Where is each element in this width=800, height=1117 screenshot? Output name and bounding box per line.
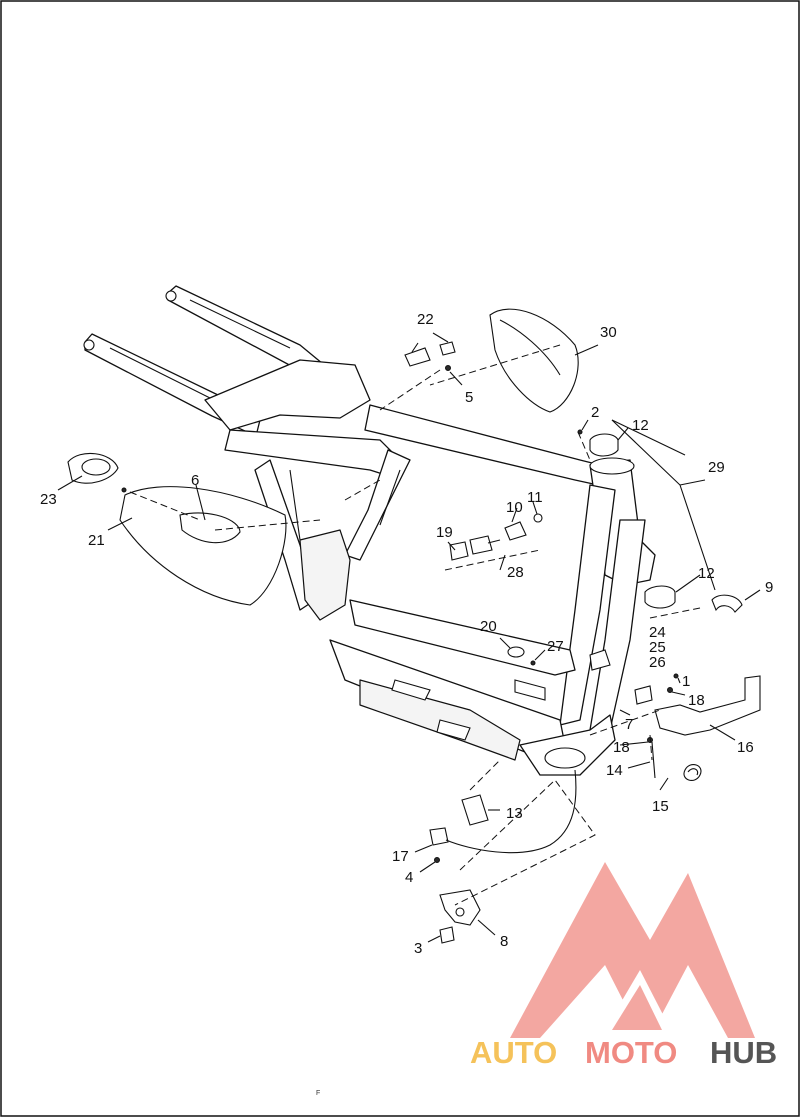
leader-lines xyxy=(57,332,761,943)
callout-4: 4 xyxy=(405,869,413,886)
part-24-connector xyxy=(634,685,653,705)
part-1-nut xyxy=(673,673,679,679)
rear-crossmember xyxy=(204,359,371,431)
part-21-fuel-tank xyxy=(119,486,287,606)
callout-20: 20 xyxy=(480,618,497,635)
rail-end-right xyxy=(83,339,95,351)
bracket-hole xyxy=(455,907,465,917)
callout-10: 10 xyxy=(506,499,523,516)
crossmember-bracket xyxy=(391,679,431,701)
part-13-sensor xyxy=(461,794,489,826)
part-14-pin xyxy=(651,741,656,779)
callout-28: 28 xyxy=(507,564,524,581)
part-20-grommet xyxy=(507,646,525,658)
callout-27: 27 xyxy=(547,638,564,655)
part-15-spring xyxy=(683,764,702,781)
part-27-clip xyxy=(530,660,536,666)
callout-2: 2 xyxy=(591,404,599,421)
emblem-inner xyxy=(81,458,111,476)
callout-23: 23 xyxy=(40,491,57,508)
logo-triangle-mark xyxy=(510,862,755,1038)
emblem-screw xyxy=(121,487,127,493)
callout-24: 24 xyxy=(649,624,666,641)
steering-head-top xyxy=(589,457,635,475)
motorcycle-frame xyxy=(83,285,656,776)
lower-bracket xyxy=(436,719,471,741)
mount-tab xyxy=(514,679,546,701)
part-18-washer-upper xyxy=(667,687,673,693)
callout-29: 29 xyxy=(708,459,725,476)
callout-12-lower: 12 xyxy=(698,565,715,582)
callout-14: 14 xyxy=(606,762,623,779)
part-19-key-1 xyxy=(449,541,469,561)
part-16-kickstand xyxy=(654,675,761,736)
part-12-upper-bushing xyxy=(589,433,619,457)
logo-word-hub: HUB xyxy=(710,1035,777,1070)
part-10-lock-body xyxy=(504,521,527,541)
callout-3: 3 xyxy=(414,940,422,957)
part-4-screw xyxy=(434,857,440,863)
part-30-fender-cover xyxy=(489,308,579,413)
part-19-key-2 xyxy=(469,535,493,555)
sensor-cable xyxy=(445,769,577,854)
callout-19: 19 xyxy=(436,524,453,541)
callout-18-upper: 18 xyxy=(688,692,705,709)
watermark-logo: AUTO MOTO HUB xyxy=(470,862,777,1070)
callout-22: 22 xyxy=(417,311,434,328)
callout-26: 26 xyxy=(649,654,666,671)
part-17-connector xyxy=(429,827,449,846)
callout-9: 9 xyxy=(765,579,773,596)
seat-down-tube-right xyxy=(344,449,411,561)
callout-18-lower: 18 xyxy=(613,739,630,756)
callout-25: 25 xyxy=(649,639,666,656)
logo-word-moto: MOTO xyxy=(585,1035,677,1070)
front-lower-cradle xyxy=(519,714,616,776)
callout-11: 11 xyxy=(527,489,543,506)
callout-17: 17 xyxy=(392,848,409,865)
callout-12-upper: 12 xyxy=(632,417,649,434)
part-12-lower-bushing xyxy=(644,585,676,609)
callout-13: 13 xyxy=(506,805,523,822)
upper-cross-tube xyxy=(224,429,401,479)
part-22-clip xyxy=(404,347,431,367)
callout-8: 8 xyxy=(500,933,508,950)
callout-1: 1 xyxy=(682,673,690,690)
part-5-screw xyxy=(445,365,451,371)
part-9-clamp xyxy=(711,594,743,613)
callout-21: 21 xyxy=(88,532,105,549)
callout-labels: 1 2 3 4 5 6 7 8 9 10 11 12 12 13 14 15 1… xyxy=(40,311,773,957)
callout-6: 6 xyxy=(191,472,199,489)
cradle-end-cap xyxy=(544,747,586,769)
part-11-oring xyxy=(533,513,543,523)
rail-end-left xyxy=(165,290,177,302)
callout-15: 15 xyxy=(652,798,669,815)
part-22-clip-b xyxy=(439,341,456,356)
part-3-fitting xyxy=(439,926,455,944)
footer-mark: F xyxy=(316,1090,320,1097)
side-tab xyxy=(589,649,611,671)
rear-left-casting xyxy=(299,529,351,621)
logo-word-auto: AUTO xyxy=(470,1035,557,1070)
callout-5: 5 xyxy=(465,389,473,406)
callout-7: 7 xyxy=(625,716,633,733)
callout-30: 30 xyxy=(600,324,617,341)
callout-16: 16 xyxy=(737,739,754,756)
